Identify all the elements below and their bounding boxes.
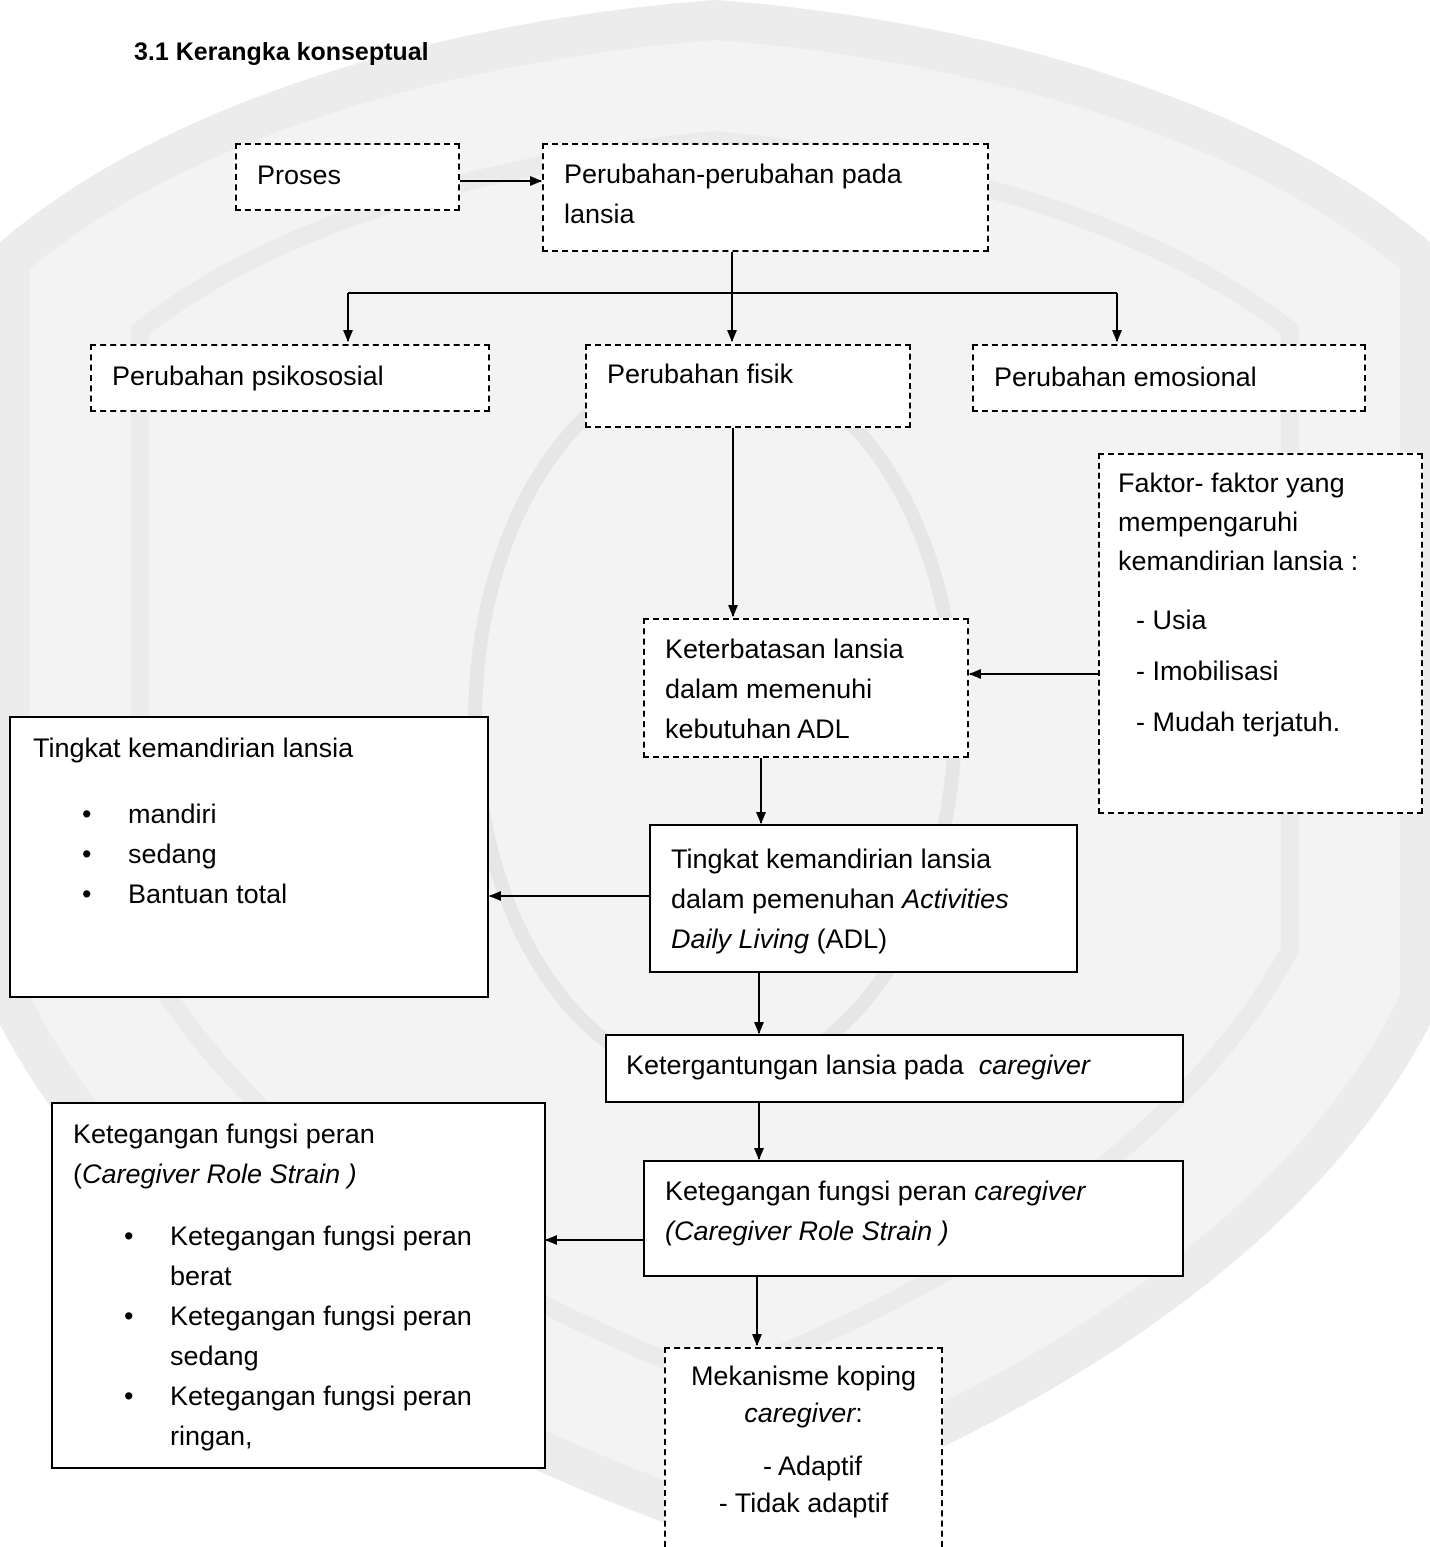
- strain-list-subheading: (Caregiver Role Strain ): [73, 1154, 524, 1194]
- strain-italic-sub: (Caregiver Role Strain ): [665, 1216, 949, 1246]
- box-proses: Proses: [235, 143, 460, 211]
- koping-item: - Tidak adaptif: [718, 1488, 889, 1518]
- strain-list-item: Ketegangan fungsi peran ringan,: [124, 1376, 510, 1456]
- box-ketegangan-list: Ketegangan fungsi peran (Caregiver Role …: [51, 1102, 546, 1469]
- koping-italic: caregiver: [744, 1398, 856, 1428]
- faktor-item: - Imobilisasi: [1136, 656, 1279, 686]
- box-keterbatasan-lansia-label: Keterbatasan lansia dalam memenuhi kebut…: [665, 634, 904, 744]
- box-keterbatasan-lansia: Keterbatasan lansia dalam memenuhi kebut…: [643, 618, 969, 758]
- box-tingkat-kemandirian-adl: Tingkat kemandirian lansia dalam pemenuh…: [649, 824, 1078, 973]
- tingkat-adl-text: Tingkat kemandirian lansia dalam pemenuh…: [671, 844, 992, 914]
- box-faktor-faktor: Faktor- faktor yang mempengaruhi kemandi…: [1098, 453, 1423, 814]
- ketergantungan-italic: caregiver: [978, 1050, 1090, 1080]
- koping-subheading: caregiver:: [676, 1395, 931, 1432]
- box-perubahan-emosional: Perubahan emosional: [972, 344, 1366, 412]
- box-proses-label: Proses: [257, 160, 342, 190]
- strain-italic: caregiver: [974, 1176, 1086, 1206]
- box-perubahan-lansia: Perubahan-perubahan pada lansia: [542, 143, 989, 252]
- box-ketegangan-caregiver: Ketegangan fungsi peran caregiver (Careg…: [643, 1160, 1184, 1277]
- box-mekanisme-koping: Mekanisme koping caregiver: - Adaptif - …: [664, 1347, 943, 1547]
- strain-list-item: Ketegangan fungsi peran berat: [124, 1216, 510, 1296]
- box-perubahan-lansia-label: Perubahan-perubahan pada lansia: [564, 159, 902, 229]
- koping-colon: :: [855, 1398, 863, 1428]
- strain-list-item: Ketegangan fungsi peran sedang: [124, 1296, 510, 1376]
- tingkat-list-item: sedang: [82, 834, 465, 874]
- ketergantungan-text: Ketergantungan lansia pada: [626, 1050, 979, 1080]
- tingkat-list-heading: Tingkat kemandirian lansia: [33, 733, 354, 763]
- box-ketergantungan: Ketergantungan lansia pada caregiver: [605, 1034, 1184, 1103]
- koping-item: - Adaptif: [762, 1451, 863, 1481]
- box-perubahan-fisik-label: Perubahan fisik: [607, 359, 794, 389]
- tingkat-list-item: mandiri: [82, 794, 465, 834]
- box-perubahan-psikososial: Perubahan psikososial: [90, 344, 490, 412]
- box-perubahan-fisik: Perubahan fisik: [585, 344, 911, 428]
- box-perubahan-psikososial-label: Perubahan psikososial: [112, 361, 384, 391]
- strain-text: Ketegangan fungsi peran: [665, 1176, 975, 1206]
- faktor-item: - Mudah terjatuh.: [1136, 707, 1341, 737]
- koping-heading: Mekanisme koping: [690, 1361, 917, 1391]
- strain-list-heading: Ketegangan fungsi peran: [73, 1119, 375, 1149]
- section-title: 3.1 Kerangka konseptual: [134, 38, 429, 66]
- box-tingkat-kemandirian-list: Tingkat kemandirian lansia mandiri sedan…: [9, 716, 489, 998]
- tingkat-adl-italic: Activities Daily Living: [671, 884, 1009, 954]
- box-perubahan-emosional-label: Perubahan emosional: [994, 362, 1257, 392]
- faktor-heading: Faktor- faktor yang mempengaruhi kemandi…: [1118, 468, 1359, 576]
- strain-list-paren: (: [73, 1159, 82, 1189]
- faktor-item: - Usia: [1136, 605, 1207, 635]
- tingkat-adl-suffix: (ADL): [809, 924, 888, 954]
- tingkat-list-item: Bantuan total: [82, 874, 465, 914]
- strain-list-italic: Caregiver Role Strain ): [82, 1159, 357, 1189]
